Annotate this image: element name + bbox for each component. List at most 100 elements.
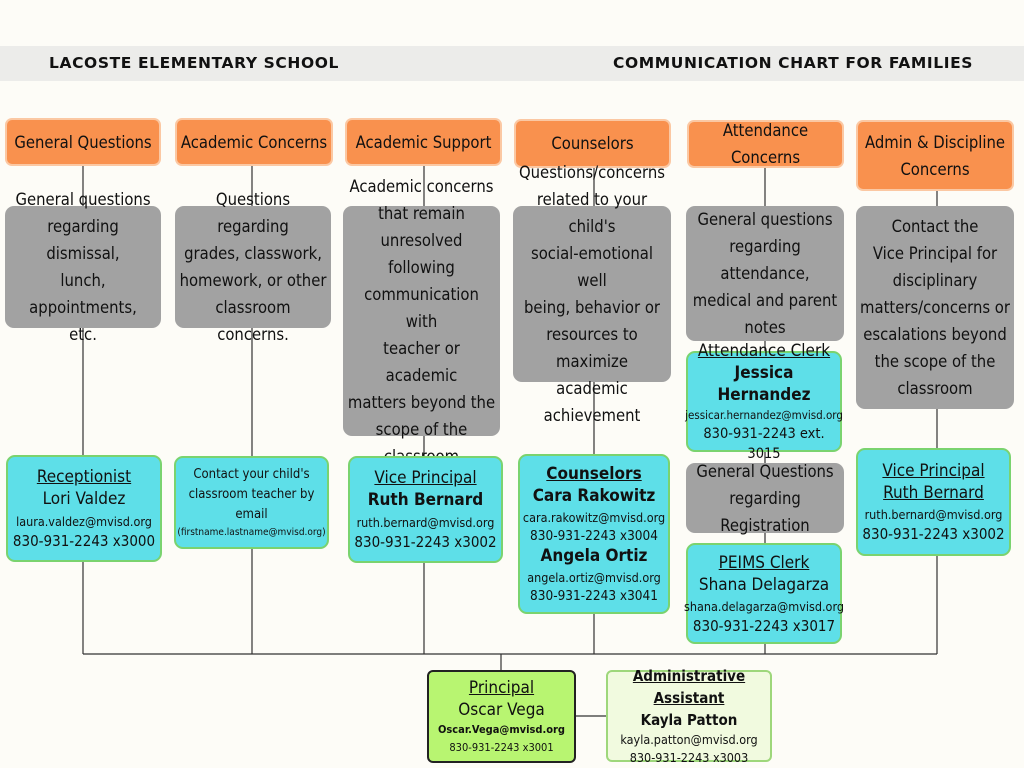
desc-line: Vice Principal for: [872, 244, 998, 263]
contact-line: email: [235, 506, 268, 522]
contact-email[interactable]: jessicar.hernandez@mvisd.org: [685, 407, 843, 422]
desc-line: lunch, appointments,: [29, 271, 137, 317]
principal-box: Principal Oscar Vega Oscar.Vega@mvisd.or…: [427, 670, 576, 763]
contact-role: Vice Principal: [882, 461, 985, 481]
contact-email[interactable]: ruth.bernard@mvisd.org: [356, 515, 495, 530]
contact-phone: 830-931-2243 ext. 3015: [703, 425, 825, 462]
desc-line: matters/concerns or: [860, 298, 1010, 317]
principal-phone: 830-931-2243 x3001: [449, 740, 554, 754]
desc-line: homework, or other: [179, 271, 327, 290]
desc-line: academic achievement: [543, 379, 641, 425]
desc-line: etc.: [69, 325, 97, 344]
category-attendance-concerns: Attendance Concerns: [687, 120, 844, 168]
category-label: Counselors: [551, 134, 634, 153]
contact-line: classroom teacher by: [188, 486, 315, 502]
description-registration: General Questions regarding Registration: [686, 462, 844, 535]
assistant-role: Administrative Assistant: [632, 667, 746, 707]
contact-name: Lori Valdez: [42, 489, 126, 509]
desc-line: unresolved following: [380, 230, 463, 277]
description-academic-concerns: Questions regarding grades, classwork, h…: [175, 190, 331, 344]
desc-line: regarding attendance,: [720, 237, 810, 283]
desc-line: Contact the: [891, 217, 979, 236]
desc-line: resources to maximize: [546, 325, 638, 371]
description-academic-support: Academic concerns that remain unresolved…: [343, 177, 500, 466]
desc-line: communication with: [364, 284, 479, 331]
contact-vice-principal-discipline: Vice Principal Ruth Bernard ruth.bernard…: [856, 448, 1011, 556]
category-label: Attendance Concerns: [722, 121, 809, 167]
description-counselors: Questions/concerns related to your child…: [513, 163, 671, 425]
contact-name: Ruth Bernard: [367, 490, 484, 510]
desc-line: being, behavior or: [524, 298, 660, 317]
principal-role: Principal: [468, 677, 535, 698]
contact-vice-principal: Vice Principal Ruth Bernard ruth.bernard…: [348, 456, 503, 563]
desc-line: Academic concerns: [349, 176, 494, 196]
category-label: Academic Concerns: [180, 132, 328, 152]
contact-phone: 830-931-2243 x3004: [530, 528, 658, 544]
contact-receptionist: Receptionist Lori Valdez laura.valdez@mv…: [6, 455, 162, 562]
desc-line: classroom concerns.: [215, 298, 291, 344]
desc-line: classroom: [897, 379, 973, 398]
contact-line: Contact your child's: [193, 466, 310, 482]
assistant-email[interactable]: kayla.patton@mvisd.org: [620, 732, 758, 747]
contact-peims-clerk: PEIMS Clerk Shana Delagarza shana.delaga…: [684, 543, 844, 644]
desc-line: related to your child's: [536, 190, 648, 236]
category-academic-concerns: Academic Concerns: [175, 118, 333, 166]
desc-line: General questions: [15, 190, 151, 209]
desc-line: Questions/concerns: [518, 163, 666, 182]
contact-phone: 830-931-2243 x3000: [12, 532, 156, 550]
category-label: General Questions: [14, 132, 152, 152]
description-general-questions: General questions regarding dismissal, l…: [5, 190, 161, 344]
desc-line: General Questions: [696, 461, 834, 481]
contact-counselors: Counselors Cara Rakowitz cara.rakowitz@m…: [518, 454, 670, 614]
contact-role: PEIMS Clerk: [718, 552, 810, 573]
desc-line: that remain: [378, 203, 465, 223]
desc-line: Questions regarding: [215, 190, 291, 236]
assistant-phone: 830-931-2243 x3003: [629, 750, 749, 765]
contact-email[interactable]: shana.delagarza@mvisd.org: [684, 598, 844, 614]
desc-line: scope of the: [375, 419, 468, 439]
desc-line: the scope of the: [874, 352, 996, 371]
contact-email[interactable]: angela.ortiz@mvisd.org: [527, 570, 661, 585]
principal-name: Oscar Vega: [458, 699, 545, 720]
desc-line: regarding dismissal,: [46, 217, 120, 263]
category-label: Concerns: [900, 159, 970, 179]
assistant-name: Kayla Patton: [640, 711, 738, 729]
desc-line: escalations beyond: [863, 325, 1007, 344]
contact-teacher: Contact your child's classroom teacher b…: [174, 456, 329, 549]
contact-email[interactable]: ruth.bernard@mvisd.org: [864, 507, 1003, 522]
desc-line: grades, classwork,: [184, 244, 322, 263]
desc-line: matters beyond the: [347, 392, 496, 412]
desc-line: medical and parent: [692, 291, 838, 310]
assistant-box: Administrative Assistant Kayla Patton ka…: [606, 667, 772, 765]
contact-phone: 830-931-2243 x3041: [530, 588, 658, 604]
contact-phone: 830-931-2243 x3002: [354, 533, 497, 551]
contact-role: Attendance Clerk: [697, 340, 831, 361]
category-admin-discipline: Admin & Discipline Concerns: [856, 120, 1014, 191]
desc-line: regarding Registration: [720, 488, 810, 535]
desc-line: teacher or academic: [383, 338, 460, 385]
contact-name: Angela Ortiz: [540, 546, 648, 566]
category-academic-support: Academic Support: [345, 118, 502, 166]
principal-email[interactable]: Oscar.Vega@mvisd.org: [437, 722, 565, 736]
school-name: LACOSTE ELEMENTARY SCHOOL: [49, 54, 339, 72]
desc-line: General questions: [697, 210, 833, 229]
contact-name: Shana Delagarza: [698, 574, 830, 595]
desc-line: notes: [744, 318, 786, 337]
description-admin-discipline: Contact the Vice Principal for disciplin…: [856, 206, 1014, 409]
contact-role: Receptionist: [36, 467, 132, 487]
contact-phone: 830-931-2243 x3002: [862, 525, 1005, 543]
contact-email[interactable]: cara.rakowitz@mvisd.org: [522, 510, 666, 525]
category-counselors: Counselors: [514, 119, 671, 168]
desc-line: disciplinary: [892, 271, 978, 290]
category-general-questions: General Questions: [5, 118, 161, 166]
contact-role: Vice Principal: [374, 468, 477, 488]
contact-name: Ruth Bernard: [883, 483, 984, 503]
desc-line: social-emotional well: [530, 244, 653, 290]
category-label: Academic Support: [355, 132, 492, 152]
contact-email[interactable]: laura.valdez@mvisd.org: [16, 514, 152, 529]
category-label: Admin & Discipline: [864, 132, 1006, 152]
chart-title: COMMUNICATION CHART FOR FAMILIES: [613, 54, 974, 72]
contact-phone: 830-931-2243 x3017: [692, 616, 836, 635]
contact-name: Jessica Hernandez: [717, 362, 811, 405]
header-band: [0, 46, 1024, 81]
